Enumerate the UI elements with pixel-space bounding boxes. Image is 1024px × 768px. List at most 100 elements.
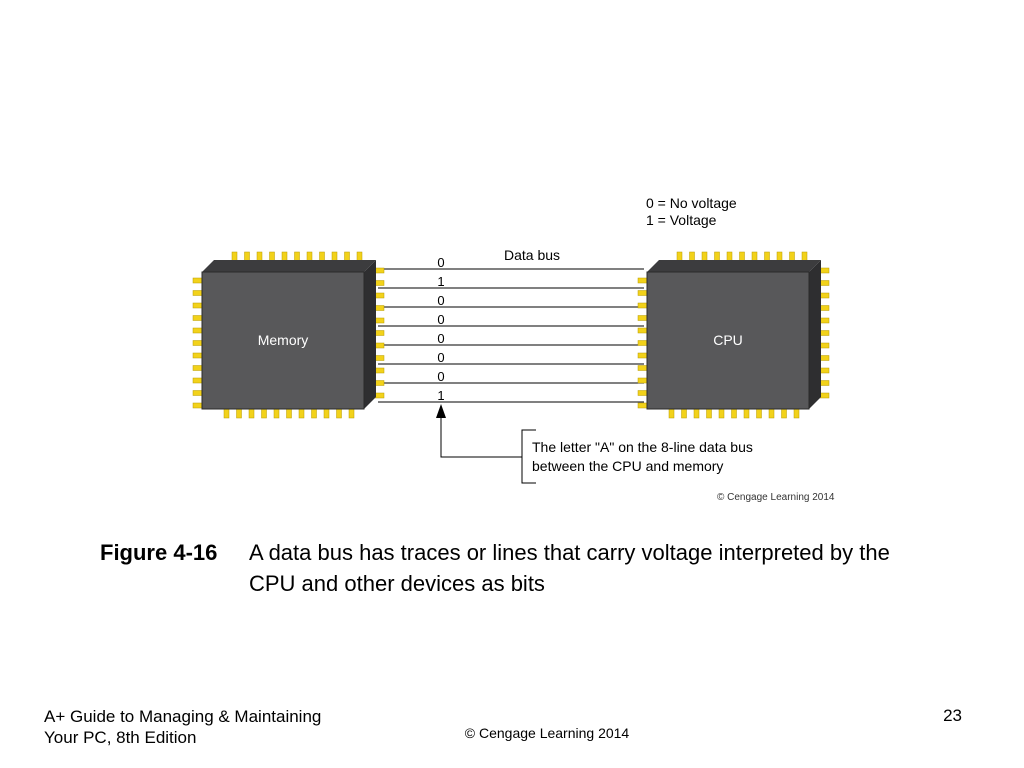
callout-text-line2: between the CPU and memory: [532, 458, 723, 474]
chip-pin: [793, 408, 800, 419]
memory-label: Memory: [258, 332, 309, 348]
chip-pin: [668, 408, 675, 419]
chip-pin: [819, 280, 830, 286]
chip-pin: [286, 408, 292, 419]
chip-pin: [637, 327, 648, 334]
chip-pin: [348, 408, 355, 419]
bit-label: 1: [437, 274, 444, 289]
chip-pin: [192, 365, 203, 371]
chip-pin: [637, 290, 648, 296]
callout-arrowhead: [436, 404, 446, 418]
cpu-chip-side-bevel: [809, 260, 821, 409]
chip-pin: [374, 367, 385, 374]
chip-pin: [236, 408, 242, 419]
chip-pin: [374, 267, 385, 274]
bit-label: 0: [437, 350, 444, 365]
page-number: 23: [943, 706, 962, 725]
chip-pin: [374, 317, 385, 324]
diagram-credit: © Cengage Learning 2014: [717, 492, 835, 503]
bit-label: 0: [437, 255, 444, 270]
callout-text-line1: The letter "A" on the 8-line data bus: [532, 439, 753, 455]
chip-pin: [637, 365, 648, 371]
chip-pin: [781, 408, 787, 419]
cpu-chip: CPU: [637, 251, 830, 419]
chip-pin: [311, 408, 317, 419]
chip-pin: [192, 402, 203, 409]
figure-caption-text: A data bus has traces or lines that carr…: [249, 540, 890, 596]
chip-pin: [819, 292, 830, 299]
cpu-chip-top-bevel: [647, 260, 821, 272]
chip-pin: [743, 408, 750, 419]
chip-pin: [192, 390, 203, 396]
chip-pin: [374, 330, 385, 336]
cpu-chip-body: [646, 271, 810, 410]
bit-label: 0: [437, 369, 444, 384]
book-title-line1: A+ Guide to Managing & Maintaining: [44, 707, 322, 726]
chip-pin: [637, 315, 648, 321]
chip-pin: [819, 367, 830, 374]
cpu-label: CPU: [713, 332, 743, 348]
chip-pin: [819, 342, 830, 349]
chip-pin: [374, 280, 385, 286]
chip-pin: [374, 355, 385, 361]
chip-pin: [731, 408, 737, 419]
chip-pin: [819, 355, 830, 361]
chip-pin: [374, 342, 385, 349]
chip-pin: [298, 408, 305, 419]
chip-pin: [681, 408, 687, 419]
chip-pin: [637, 352, 648, 359]
chip-pin: [192, 352, 203, 359]
bit-label: 0: [437, 312, 444, 327]
chip-pin: [637, 402, 648, 409]
chip-pin: [374, 380, 385, 386]
memory-chip: Memory: [192, 251, 385, 419]
chip-pin: [192, 327, 203, 334]
chip-pin: [819, 317, 830, 324]
chip-pin: [374, 392, 385, 399]
chip-pin: [693, 408, 700, 419]
chip-pin: [374, 305, 385, 311]
callout-bracket: [521, 429, 536, 484]
data-bus-label: Data bus: [504, 247, 560, 263]
chip-pin: [192, 340, 203, 346]
chip-pin: [819, 267, 830, 274]
chip-pin: [336, 408, 342, 419]
chip-pin: [637, 340, 648, 346]
chip-pin: [718, 408, 725, 419]
chip-pin: [248, 408, 255, 419]
legend-zero: 0 = No voltage: [646, 195, 737, 211]
bit-label: 0: [437, 331, 444, 346]
bus-lines: [378, 268, 644, 403]
chip-pin: [374, 292, 385, 299]
memory-chip-side-bevel: [364, 260, 376, 409]
chip-pin: [261, 408, 267, 419]
figure-number: Figure 4-16: [100, 540, 218, 565]
chip-pin: [756, 408, 762, 419]
chip-pin: [819, 380, 830, 386]
chip-pin: [768, 408, 775, 419]
bit-label: 0: [437, 293, 444, 308]
chip-pin: [819, 392, 830, 399]
legend-one: 1 = Voltage: [646, 212, 717, 228]
chip-pin: [706, 408, 712, 419]
chip-pin: [192, 277, 203, 284]
chip-pin: [192, 290, 203, 296]
callout-arrow-line: [440, 416, 522, 458]
chip-pin: [323, 408, 330, 419]
chip-pin: [273, 408, 280, 419]
chip-pin: [223, 408, 230, 419]
chip-pin: [819, 330, 830, 336]
chip-pin: [819, 305, 830, 311]
memory-chip-top-bevel: [202, 260, 376, 272]
chip-pin: [192, 302, 203, 309]
footer-copyright: © Cengage Learning 2014: [464, 725, 630, 741]
chip-pin: [192, 377, 203, 384]
book-title: A+ Guide to Managing & Maintaining Your …: [44, 706, 404, 748]
chip-pin: [192, 315, 203, 321]
memory-chip-body: [201, 271, 365, 410]
bit-label: 1: [437, 388, 444, 403]
chip-pin: [637, 277, 648, 284]
chip-pin: [637, 377, 648, 384]
chip-pin: [637, 390, 648, 396]
